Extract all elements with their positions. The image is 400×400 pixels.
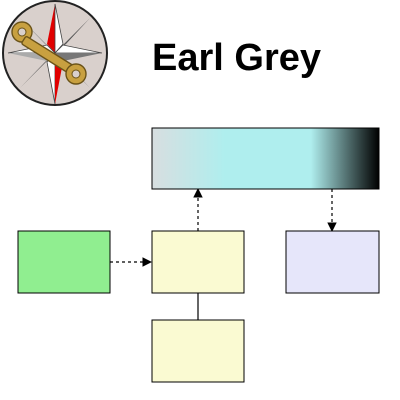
yellow-box-bottom xyxy=(151,319,245,383)
page-title: Earl Grey xyxy=(152,37,321,79)
green-box xyxy=(17,230,111,294)
yellow-box-top xyxy=(151,230,245,294)
lavender-box xyxy=(285,230,380,294)
gradient-box xyxy=(151,127,380,190)
compass-star-key-icon xyxy=(2,0,108,106)
